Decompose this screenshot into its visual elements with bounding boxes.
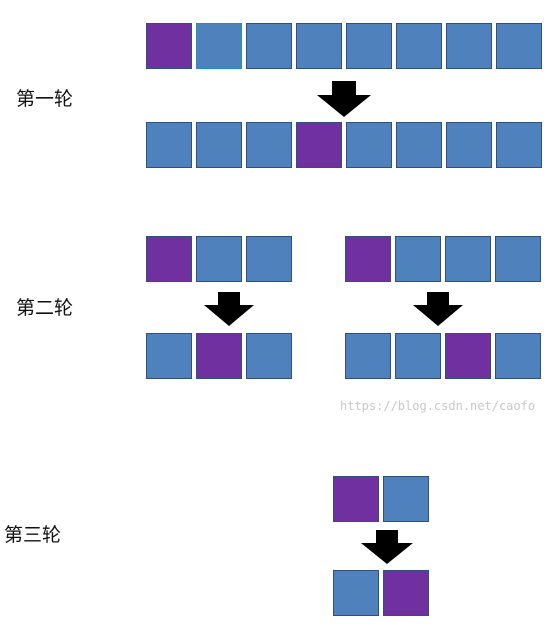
block <box>296 23 342 69</box>
block <box>333 570 379 616</box>
block <box>196 236 242 282</box>
block <box>496 23 542 69</box>
round-2-left-after-row <box>146 333 292 379</box>
block <box>395 236 441 282</box>
block <box>196 122 242 168</box>
block <box>346 23 392 69</box>
block <box>383 476 429 522</box>
block <box>246 23 292 69</box>
round-2-right-before-row <box>345 236 541 282</box>
round-2-left-down-arrow-icon <box>204 292 254 326</box>
round-2-label: 第二轮 <box>16 297 74 319</box>
block <box>246 122 292 168</box>
highlighted-block <box>196 333 242 379</box>
round-3-label: 第三轮 <box>4 524 62 546</box>
round-1-after-row <box>146 122 542 168</box>
round-1-label: 第一轮 <box>16 88 74 110</box>
highlighted-block <box>296 122 342 168</box>
block <box>495 333 541 379</box>
block <box>395 333 441 379</box>
round-2-right-after-row <box>345 333 541 379</box>
block <box>495 236 541 282</box>
highlighted-block <box>146 23 192 69</box>
round-1-down-arrow-icon <box>317 81 371 117</box>
block <box>346 122 392 168</box>
watermark-text: https://blog.csdn.net/caofo <box>340 399 536 413</box>
round-3-after-row <box>333 570 429 616</box>
block <box>196 23 242 69</box>
block <box>246 333 292 379</box>
block <box>496 122 542 168</box>
block <box>146 122 192 168</box>
block <box>396 23 442 69</box>
highlighted-block <box>333 476 379 522</box>
highlighted-block <box>383 570 429 616</box>
block <box>446 122 492 168</box>
block <box>396 122 442 168</box>
block <box>446 23 492 69</box>
round-3-down-arrow-icon <box>361 530 413 564</box>
highlighted-block <box>345 236 391 282</box>
round-2-right-down-arrow-icon <box>413 292 463 326</box>
round-3-before-row <box>333 476 429 522</box>
highlighted-block <box>146 236 192 282</box>
highlighted-block <box>445 333 491 379</box>
round-2-left-before-row <box>146 236 292 282</box>
round-1-before-row <box>146 23 542 69</box>
block <box>345 333 391 379</box>
block <box>146 333 192 379</box>
block <box>445 236 491 282</box>
block <box>246 236 292 282</box>
